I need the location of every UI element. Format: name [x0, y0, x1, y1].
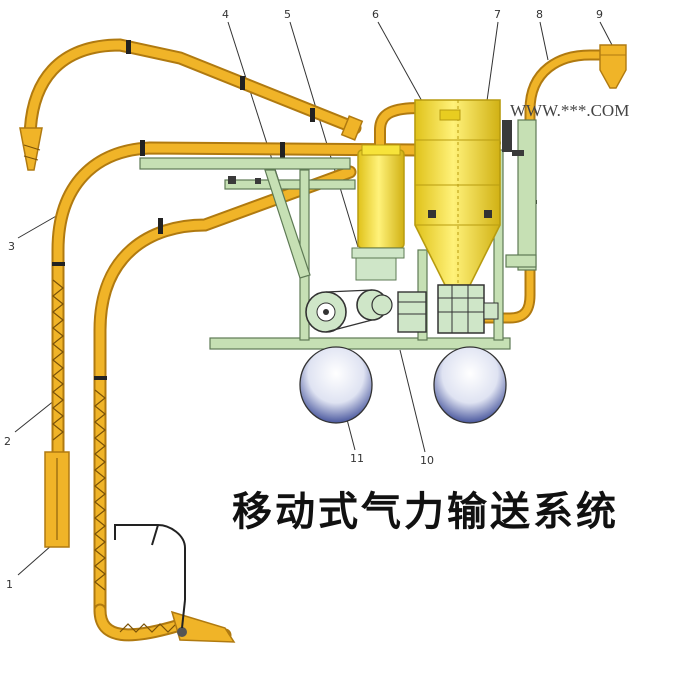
callout-labels: 1 2 3 4 5 6 7 8 9 10 11	[4, 8, 603, 591]
callout-8: 8	[536, 8, 543, 21]
callout-7: 7	[494, 8, 501, 21]
floor-nozzle	[114, 524, 236, 643]
callout-3: 3	[8, 240, 15, 253]
separator-cyclone	[351, 144, 405, 281]
pipes	[23, 38, 614, 642]
main-hopper-tank	[414, 99, 501, 286]
blower-motor-unit	[305, 289, 427, 333]
suction-head-1	[44, 451, 70, 548]
rotary-feeder	[437, 284, 499, 334]
callout-10: 10	[420, 454, 434, 467]
callout-2: 2	[4, 435, 11, 448]
callout-4: 4	[222, 8, 229, 21]
upper-nozzle	[19, 127, 43, 171]
discharge-cyclone	[599, 44, 627, 89]
flexible-hoses	[52, 279, 185, 633]
callout-5: 5	[284, 8, 291, 21]
callout-9: 9	[596, 8, 603, 21]
callout-1: 1	[6, 578, 13, 591]
diagram-title: 移动式气力输送系统	[232, 488, 619, 535]
upper-arm-tip	[340, 115, 364, 141]
watermark-text: WWW.***.COM	[510, 101, 629, 120]
callout-6: 6	[372, 8, 379, 21]
transport-wheels	[299, 346, 507, 424]
callout-11: 11	[350, 452, 364, 465]
